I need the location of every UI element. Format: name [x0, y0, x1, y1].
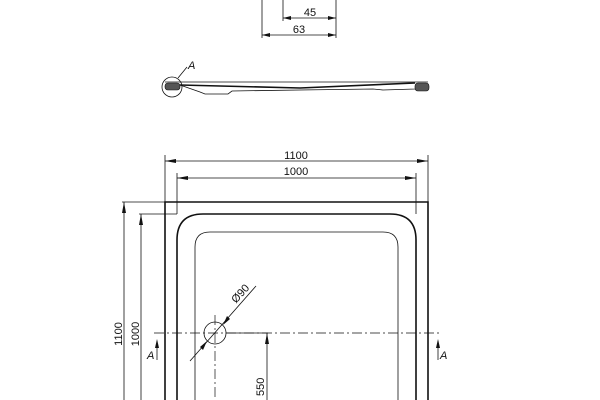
drain-diameter: Ø90 [229, 282, 252, 305]
tray-outline [164, 201, 429, 400]
plan-view: 1100 1000 1100 1000 Ø90 550 A A [113, 150, 447, 400]
dim-width-1000: 1000 [284, 166, 308, 178]
dim-height-1100: 1100 [113, 322, 125, 346]
dim-45: 45 [304, 7, 316, 19]
tray-basin [194, 231, 399, 400]
section-view: A [161, 60, 430, 98]
dim-height-1000: 1000 [130, 322, 142, 346]
tray-rim [176, 213, 417, 400]
dim-width-1100: 1100 [284, 150, 308, 162]
detail-circle [161, 76, 183, 98]
section-mark-right: A [439, 350, 447, 362]
detail-label: A [187, 60, 195, 72]
dim-drain-offset: 550 [255, 378, 267, 396]
section-mark-left: A [146, 350, 154, 362]
top-detail-dimensions: 45 63 [261, 0, 337, 38]
dim-63: 63 [293, 24, 305, 36]
